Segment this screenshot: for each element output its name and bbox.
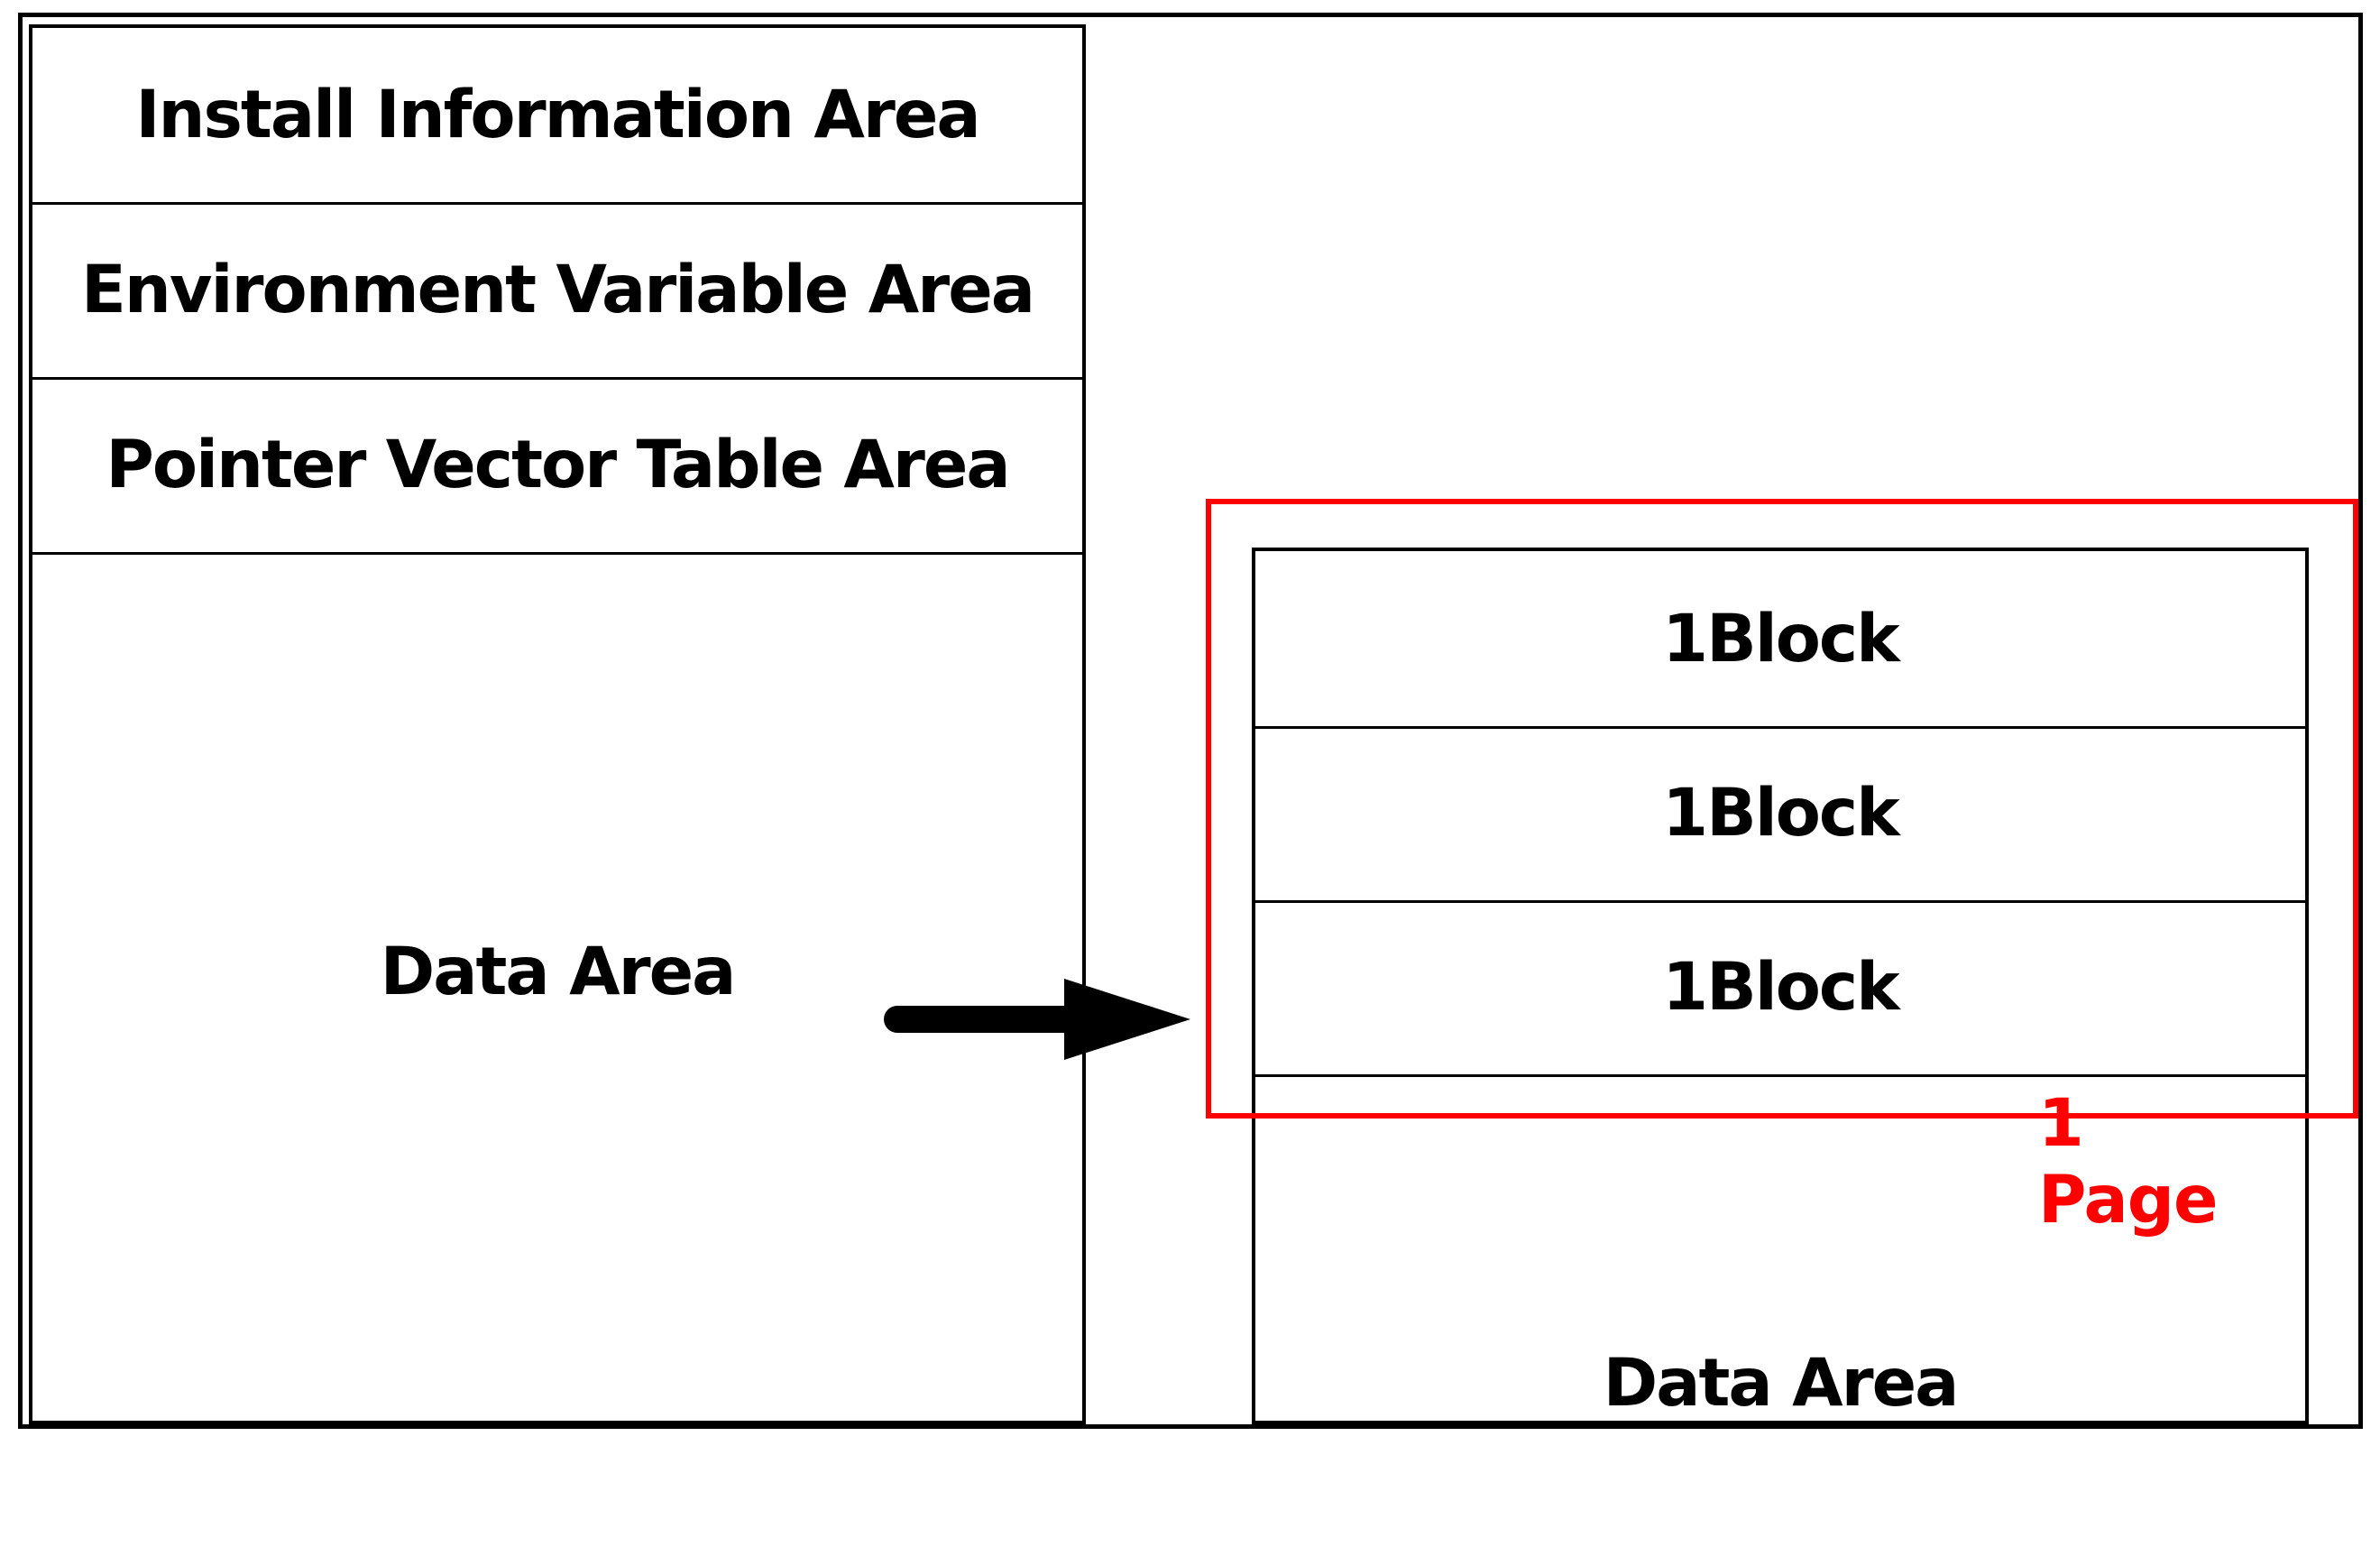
block-2: 1Block xyxy=(1255,726,2305,903)
arrow-head xyxy=(1064,979,1190,1060)
diagram-frame xyxy=(18,13,2363,1429)
data-area-label: Data Area xyxy=(380,933,737,1010)
remaining-data-area-label: Data Area xyxy=(1603,1344,1960,1422)
data-area-detail: 1Block 1Block 1Block Data Area xyxy=(1252,548,2309,1424)
block-1-label: 1Block xyxy=(1662,600,1899,677)
environment-variable-area-label: Environment Variable Area xyxy=(81,251,1035,328)
arrow-icon xyxy=(884,979,1190,1060)
remaining-data-area: Data Area xyxy=(1255,1074,2305,1556)
data-area: Data Area xyxy=(32,552,1082,1391)
block-3-label: 1Block xyxy=(1662,949,1899,1026)
page-highlight-box xyxy=(1206,499,2358,1119)
pointer-vector-table-area: Pointer Vector Table Area xyxy=(32,377,1082,555)
install-information-area: Install Information Area xyxy=(32,28,1082,205)
block-2-label: 1Block xyxy=(1662,775,1899,852)
block-3: 1Block xyxy=(1255,900,2305,1077)
block-1: 1Block xyxy=(1255,551,2305,729)
pointer-vector-table-area-label: Pointer Vector Table Area xyxy=(106,426,1010,503)
install-information-area-label: Install Information Area xyxy=(135,77,980,153)
environment-variable-area: Environment Variable Area xyxy=(32,202,1082,380)
memory-map: Install Information Area Environment Var… xyxy=(29,24,1086,1424)
